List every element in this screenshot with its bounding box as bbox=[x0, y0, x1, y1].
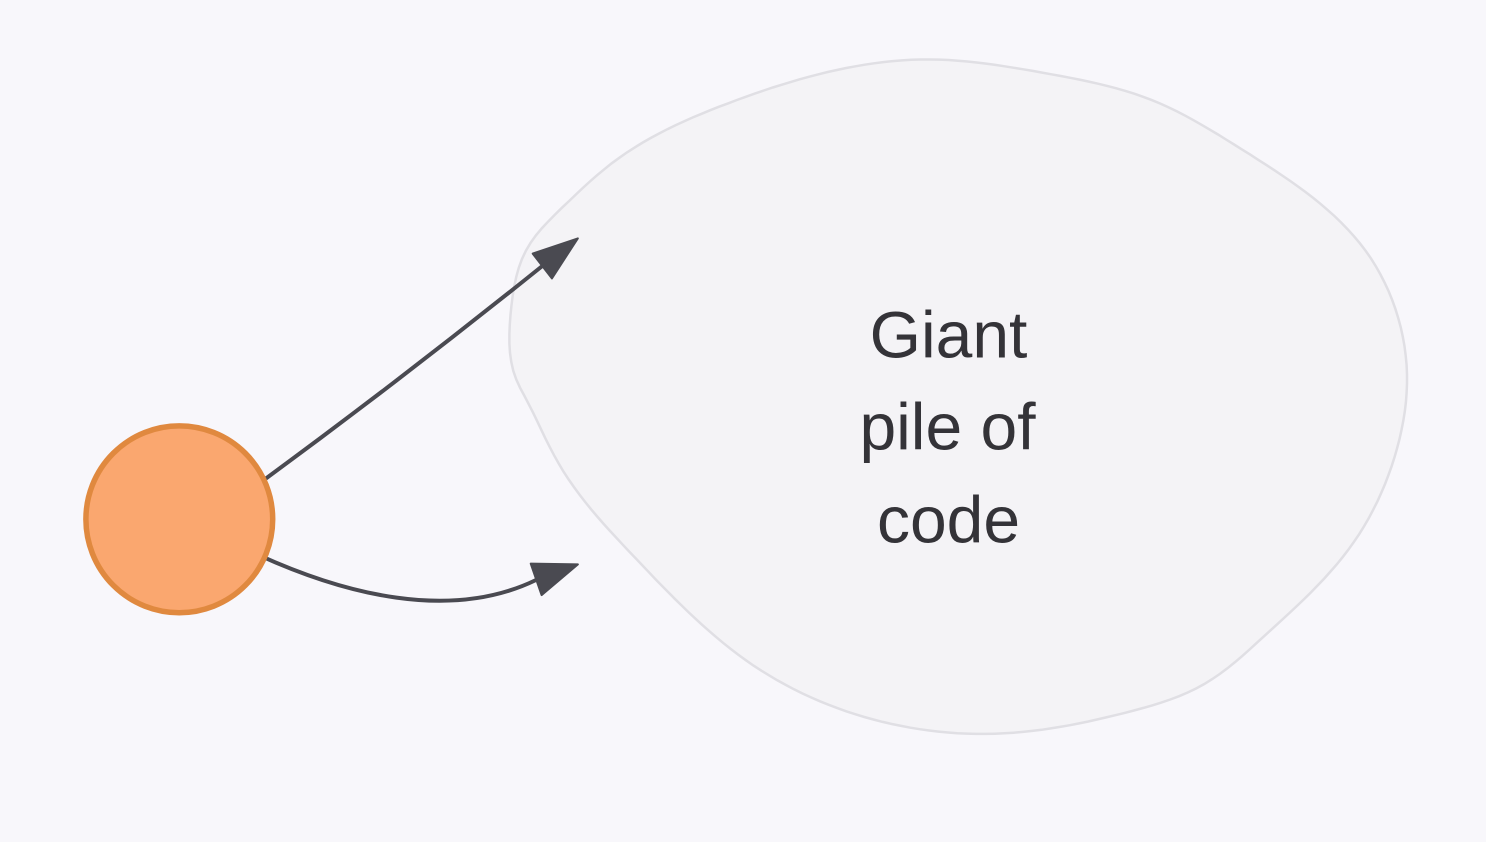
svg-text:Giant: Giant bbox=[870, 298, 1028, 372]
svg-text:pile of: pile of bbox=[859, 390, 1036, 464]
svg-text:code: code bbox=[877, 483, 1020, 557]
